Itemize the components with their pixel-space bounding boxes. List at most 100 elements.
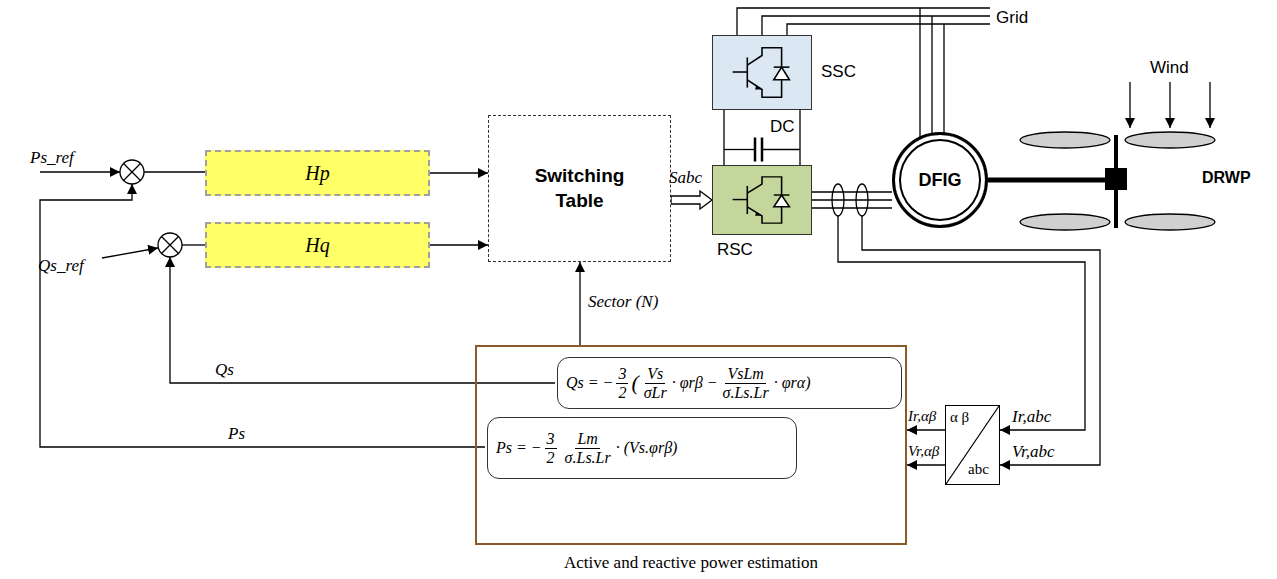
edge-label: Vr,αβ <box>908 443 939 460</box>
node-text: Ps = − <box>496 439 542 457</box>
fraction: VsσLr <box>642 365 669 402</box>
connector-line <box>812 207 892 208</box>
connector-line <box>724 149 755 150</box>
fraction: Lmσ.Ls.Lr <box>563 430 613 467</box>
transform-box: α β abc <box>945 405 1000 485</box>
controller-box: Hp <box>205 150 430 196</box>
connector-line <box>754 138 757 162</box>
node-text: Active and reactive power estimation <box>477 553 905 573</box>
node-text: Hq <box>305 234 329 257</box>
node-text: DFIG <box>919 170 962 191</box>
edge-label: Ir,αβ <box>908 408 936 425</box>
connector-line <box>579 262 580 345</box>
blade <box>1125 132 1215 148</box>
connector <box>812 192 892 208</box>
connector <box>671 191 712 209</box>
converter-box: RSC <box>712 165 812 235</box>
double-arrow <box>671 191 712 209</box>
connector <box>724 110 800 165</box>
switching-table: Switching Table <box>488 115 671 262</box>
node-text: ( <box>631 370 638 396</box>
signal-label: Vr,abc <box>1012 442 1055 462</box>
formula-box: Qs = −32(VsσLr· φrβ −VsLmσ.Ls.Lr· φrα) <box>557 357 902 409</box>
sum-cross <box>124 164 141 181</box>
connector-line <box>812 191 892 192</box>
signal-label: Grid <box>996 8 1028 28</box>
fraction: VsLmσ.Ls.Lr <box>721 365 771 402</box>
blade <box>1125 214 1215 230</box>
grid-wire <box>762 16 990 35</box>
node-text: Vs <box>645 365 665 384</box>
signal-label: Ps <box>228 424 245 444</box>
node-text: Qs = − <box>566 374 613 392</box>
node-text: σ.Ls.Lr <box>563 449 613 467</box>
connector <box>580 262 581 345</box>
node-text: abc <box>968 461 989 478</box>
ref-wire <box>40 171 120 172</box>
connector-line <box>430 244 488 245</box>
blade <box>1020 214 1110 230</box>
connector-line <box>799 110 800 165</box>
node-text: α β <box>950 409 969 426</box>
connector <box>988 180 1105 181</box>
node-text: SSC <box>821 62 856 82</box>
igbt-symbol <box>713 166 811 234</box>
connector-line <box>762 149 800 150</box>
connector-line <box>907 429 945 430</box>
signal-label: Ir,abc <box>1012 407 1051 427</box>
converter-box: SSC <box>712 35 812 110</box>
node-text: Lm <box>575 430 599 449</box>
sum-junction <box>158 233 182 257</box>
connector-line <box>907 464 945 465</box>
connector-line <box>761 138 764 162</box>
sum-junction <box>120 160 144 184</box>
node-text: · (Vs.φrβ) <box>616 439 678 457</box>
edge-label: Sabc <box>669 168 702 188</box>
grid-wire <box>787 24 990 35</box>
sum-cross <box>162 237 179 254</box>
node-text: Switching Table <box>519 164 640 213</box>
feedback-wire <box>40 184 485 447</box>
signal-label: Qs <box>215 360 234 380</box>
node-text: σLr <box>642 384 669 402</box>
node-text: 2 <box>616 384 628 402</box>
igbt-symbol <box>713 36 811 109</box>
signal-label: Qs_ref <box>38 256 84 276</box>
signal-label: Ps_ref <box>30 148 74 168</box>
feedback-wire <box>170 257 555 383</box>
edge-label: Sector (N) <box>588 292 658 312</box>
connector <box>430 245 488 246</box>
node-text: DRWP <box>1202 169 1251 187</box>
connector <box>907 430 945 431</box>
connector-line <box>430 172 488 173</box>
signal-label: DC <box>770 117 795 137</box>
generator-circle: DFIG <box>892 132 988 228</box>
node-text: σ.Ls.Lr <box>721 384 771 402</box>
node-text: RSC <box>717 240 753 260</box>
node-text: · φrβ − <box>672 374 718 392</box>
node-text: 3 <box>616 365 628 384</box>
controller-box: Hq <box>205 222 430 268</box>
connector <box>907 465 945 466</box>
wind-arrow <box>1209 82 1210 128</box>
estimation-block: Active and reactive power estimationQs =… <box>475 345 907 545</box>
ref-wire <box>102 248 158 258</box>
connector-line <box>723 110 724 165</box>
connector <box>430 173 488 174</box>
node-text: VsLm <box>725 365 765 384</box>
grid-wire <box>737 8 990 35</box>
node-text: 2 <box>545 449 557 467</box>
gearbox-block: DRWP <box>1105 168 1127 190</box>
blade <box>1020 132 1110 148</box>
signal-label: Wind <box>1150 58 1189 78</box>
node-text: · φrα) <box>774 374 811 392</box>
wind-arrow <box>1129 82 1130 128</box>
fraction: 32 <box>545 430 557 467</box>
node-text: 3 <box>545 430 557 449</box>
formula-box: Ps = −32Lmσ.Ls.Lr· (Vs.φrβ) <box>487 417 797 479</box>
error-wire <box>182 244 205 245</box>
error-wire <box>144 171 205 172</box>
